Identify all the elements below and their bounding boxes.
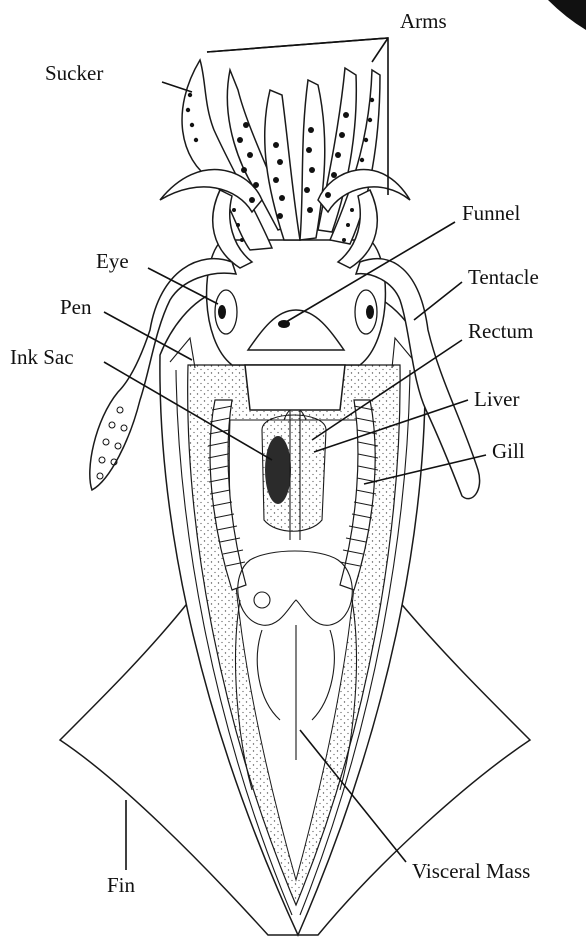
label-liver: Liver <box>474 387 519 411</box>
label-gill: Gill <box>492 439 525 463</box>
label-pen: Pen <box>60 295 92 319</box>
label-tentacle: Tentacle <box>468 265 539 289</box>
label-eye: Eye <box>96 249 129 273</box>
label-arms: Arms <box>400 9 447 33</box>
corner-badge <box>548 0 586 30</box>
label-visceral-mass: Visceral Mass <box>412 859 530 883</box>
right-eye <box>355 290 377 334</box>
label-rectum: Rectum <box>468 319 533 343</box>
label-fin: Fin <box>107 873 136 897</box>
label-funnel: Funnel <box>462 201 521 225</box>
head-neck <box>245 365 345 410</box>
label-sucker: Sucker <box>45 61 103 85</box>
label-ink-sac: Ink Sac <box>10 345 74 369</box>
left-eye <box>215 290 237 334</box>
ink-sac <box>265 436 291 504</box>
arms-group <box>160 60 410 268</box>
